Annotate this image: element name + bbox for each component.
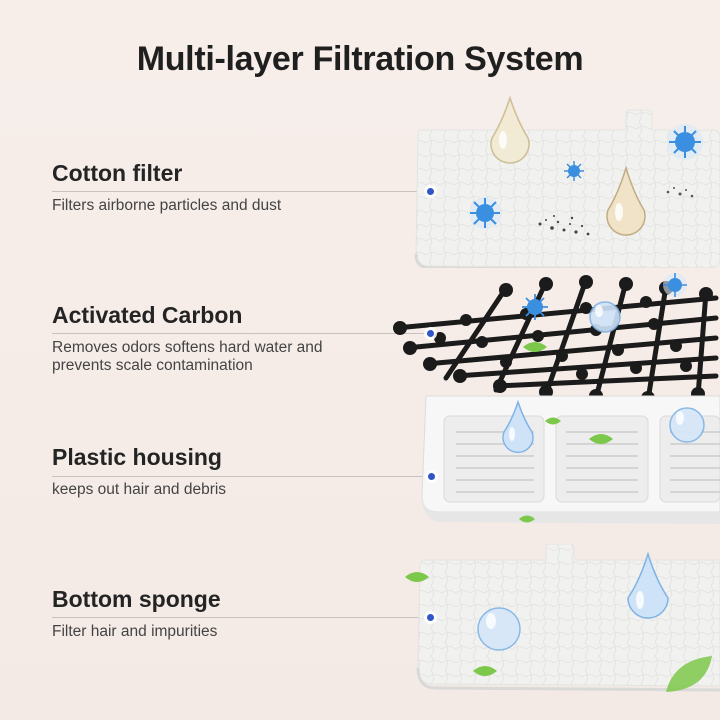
virus-icon <box>663 120 707 164</box>
layer-desc-activated-carbon: Removes odors softens hard water and pre… <box>52 339 323 374</box>
leaf-icon <box>544 416 562 426</box>
layer-desc-plastic-housing: keeps out hair and debris <box>52 481 227 498</box>
leaf-icon <box>472 664 498 678</box>
leader-line-sponge <box>52 617 430 618</box>
layer-desc-bottom-sponge: Filter hair and impurities <box>52 623 218 640</box>
leaf-icon <box>522 340 548 354</box>
leaf-icon <box>664 654 714 694</box>
label-activated-carbon: Activated Carbon Removes odors softens h… <box>52 302 382 375</box>
layer-desc-cotton-filter: Filters airborne particles and dust <box>52 197 282 214</box>
plastic-housing-tray <box>416 392 720 528</box>
marker-dot-housing <box>428 473 435 480</box>
leader-line-housing <box>52 476 430 477</box>
leader-line-cotton <box>52 191 430 192</box>
marker-dot-carbon <box>427 330 434 337</box>
label-plastic-housing: Plastic housing keeps out hair and debri… <box>52 444 382 499</box>
layer-name-plastic-housing: Plastic housing <box>52 444 222 470</box>
leaf-icon <box>404 570 430 584</box>
droplet-icon <box>500 400 536 454</box>
droplet-icon <box>624 552 672 624</box>
droplet-icon <box>488 96 532 164</box>
marker-dot-cotton <box>427 188 434 195</box>
layer-name-activated-carbon: Activated Carbon <box>52 302 243 328</box>
marker-dot-sponge <box>427 614 434 621</box>
layer-name-bottom-sponge: Bottom sponge <box>52 586 221 612</box>
leaf-icon <box>518 514 536 524</box>
page-title: Multi-layer Filtration System <box>136 40 584 78</box>
virus-icon <box>563 160 585 182</box>
leaf-icon <box>588 432 614 446</box>
droplet-icon <box>604 166 648 236</box>
bubble-icon <box>668 406 706 444</box>
dust-particles-icon <box>664 182 698 204</box>
virus-icon <box>660 270 690 300</box>
label-bottom-sponge: Bottom sponge Filter hair and impurities <box>52 586 382 641</box>
label-cotton-filter: Cotton filter Filters airborne particles… <box>52 160 382 215</box>
virus-icon <box>466 194 504 232</box>
leader-line-carbon <box>52 333 430 334</box>
dust-particles-icon <box>534 210 594 240</box>
activated-carbon-lattice <box>386 268 720 408</box>
virus-icon <box>520 292 550 322</box>
bubble-icon <box>476 606 522 652</box>
layer-name-cotton-filter: Cotton filter <box>52 160 183 186</box>
bubble-icon <box>588 300 622 334</box>
